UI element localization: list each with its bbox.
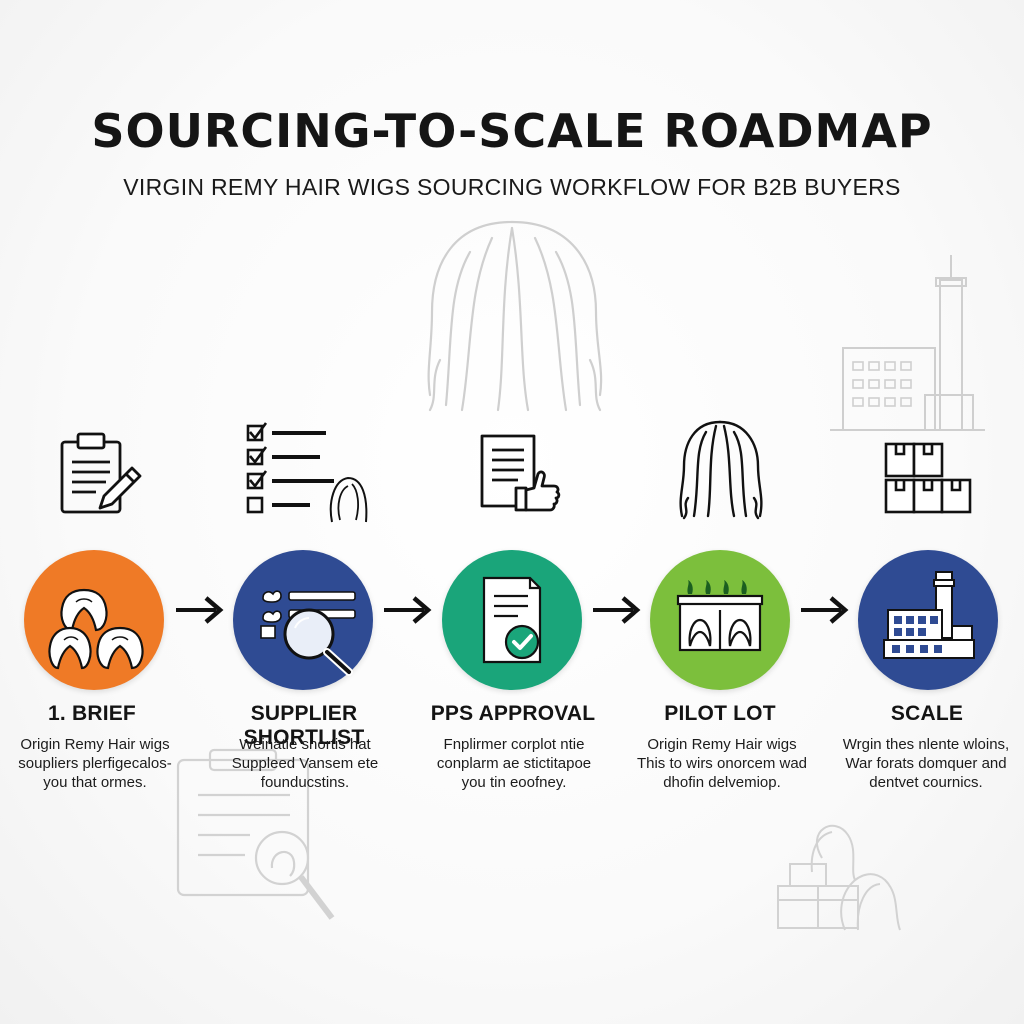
step-description-pps-approval: Fnplirmer corplot ntie conplarm ae stict…: [409, 735, 619, 792]
description-line: Fnplirmer corplot ntie: [443, 736, 585, 753]
clipboard-pen-icon: [60, 432, 142, 514]
background-clipboard-magnifier-icon: [176, 748, 335, 920]
arrow-right-icon: [384, 596, 432, 624]
step-circle-brief: [24, 550, 164, 690]
step-circle-pps-approval: [442, 550, 582, 690]
background-wig-icon: [427, 220, 603, 412]
document-check-icon: [482, 576, 542, 664]
boxes-icon: [884, 442, 972, 514]
arrow-right-icon: [593, 596, 641, 624]
step-description-pilot-lot: Origin Remy Hair wigs This to wirs onorc…: [617, 735, 827, 792]
wig-icon: [679, 420, 763, 520]
description-line: dentvet cournics.: [869, 774, 983, 791]
list-magnifier-icon: [260, 590, 356, 676]
step-title-pps-approval: PPS APPROVAL: [430, 702, 596, 725]
background-boxes-wigs-icon: [777, 824, 901, 931]
step-circle-supplier-shortlist: [233, 550, 373, 690]
description-line: Weinatie shortis hat: [239, 736, 371, 753]
factory-icon: [883, 571, 975, 659]
description-line: you tin eoofney.: [461, 774, 567, 791]
description-line: Origin Remy Hair wigs: [647, 736, 797, 753]
description-line: War forats domquer and: [845, 755, 1007, 772]
storefront-wigs-icon: [676, 580, 764, 652]
description-line: dhofin delvemiop.: [663, 774, 781, 791]
description-line: Origin Remy Hair wigs: [20, 736, 170, 753]
checklist-wig-icon: [246, 422, 368, 523]
description-line: Suppleed Vansem ete: [231, 755, 379, 772]
description-line: Wrgin thes nlente wloins,: [842, 736, 1010, 753]
step-title-scale: SCALE: [890, 702, 964, 725]
arrow-right-icon: [801, 596, 849, 624]
wig-group-icon: [48, 588, 144, 670]
document-thumbs-up-icon: [480, 434, 561, 512]
step-circle-scale: [858, 550, 998, 690]
background-factory-icon: [830, 255, 985, 431]
step-circle-pilot-lot: [650, 550, 790, 690]
step-description-brief: Origin Remy Hair wigs soupliers plerfige…: [0, 735, 200, 792]
step-title-supplier-shortlist: SUPPLIER SHORTLIST: [243, 702, 365, 749]
description-line: soupliers plerfigecalos-: [18, 755, 172, 772]
step-description-supplier-shortlist: Weinatie shortis hat Suppleed Vansem ete…: [200, 735, 410, 792]
page-title: SOURCING-TO-SCALE ROADMAP: [91, 104, 933, 158]
description-line: conplarm ae stictitapoe: [436, 755, 592, 772]
page-subtitle: VIRGIN REMY HAIR WIGS SOURCING WORKFLOW …: [123, 174, 901, 200]
description-line: This to wirs onorcem wad: [636, 755, 808, 772]
step-title-pilot-lot: PILOT LOT: [664, 702, 776, 725]
step-description-scale: Wrgin thes nlente wloins, War forats dom…: [821, 735, 1024, 792]
description-line: founducstins.: [260, 774, 350, 791]
arrow-right-icon: [176, 596, 224, 624]
step-title-brief: 1. BRIEF: [48, 702, 136, 725]
description-line: you that ormes.: [43, 774, 147, 791]
